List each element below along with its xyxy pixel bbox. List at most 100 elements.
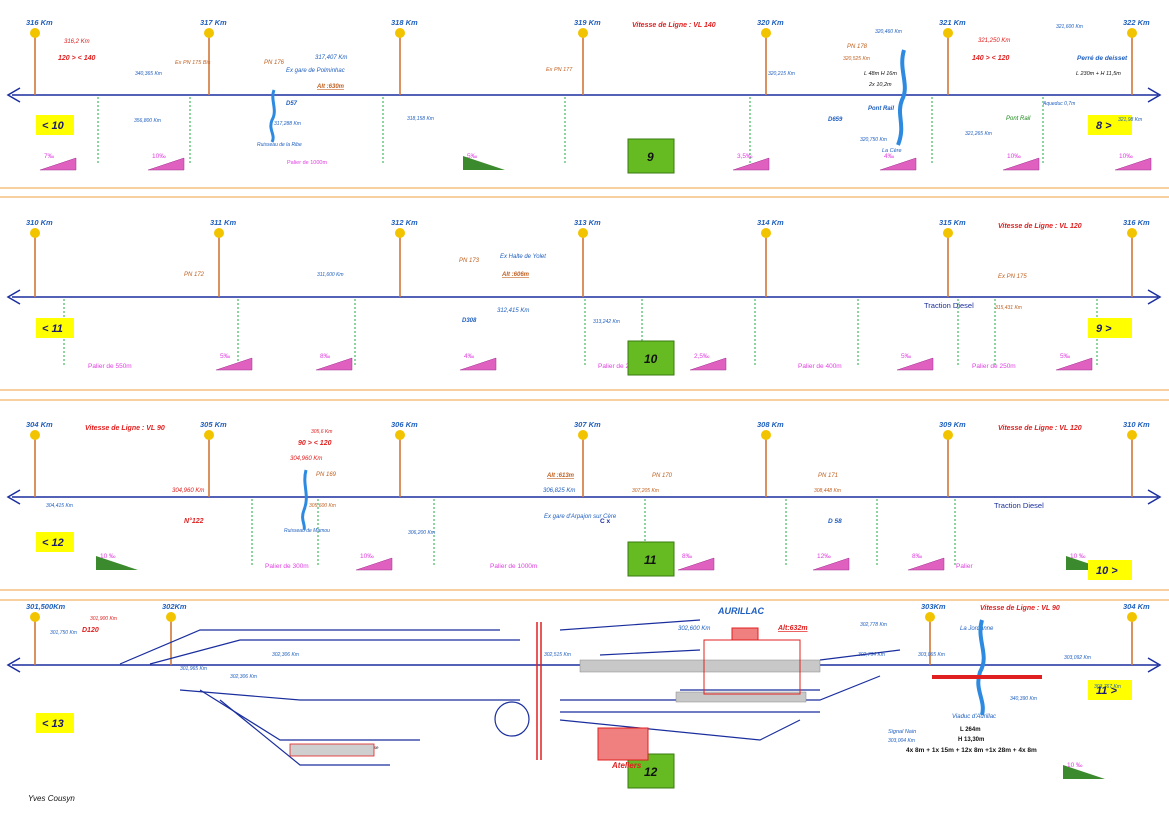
km-note: 317,288 Km xyxy=(274,121,301,127)
gradient-triangle xyxy=(1114,157,1152,171)
bridge-spans: 2x 10,2m xyxy=(868,82,892,88)
speed-limit-label: Vitesse de Ligne : VL 140 xyxy=(632,22,716,29)
viaduct-spans: 4x 8m + 1x 15m + 12x 8m +1x 28m + 4x 8m xyxy=(906,747,1037,754)
km-post-lamp xyxy=(1127,430,1137,440)
km-post-lamp xyxy=(943,430,953,440)
km-post-lamp xyxy=(1127,612,1137,622)
gradient-label: Palier de 250m xyxy=(972,363,1016,370)
page-number-box xyxy=(627,340,675,376)
km-post-label: 317 Km xyxy=(200,18,227,27)
km-post-lamp xyxy=(395,228,405,238)
km-post-label: 313 Km xyxy=(574,218,601,227)
speed-limit-label: Vitesse de Ligne : VL 90 xyxy=(85,425,165,432)
level-crossing-label: Ex PN 175 Bis xyxy=(175,60,211,66)
next-page-label: 10 > xyxy=(1096,565,1118,577)
gradient-triangle xyxy=(677,557,715,571)
track-end-left-arrow xyxy=(6,657,21,673)
km-note: 302,778 Km xyxy=(860,622,887,628)
km-post-lamp xyxy=(1127,28,1137,38)
km-post-label: 309 Km xyxy=(939,420,966,429)
prev-page-label: < 10 xyxy=(42,120,65,132)
gradient-triangle xyxy=(1002,157,1040,171)
speed-change: 120 > < 140 xyxy=(58,55,95,62)
km-post-lamp xyxy=(30,430,40,440)
prev-page-label: < 13 xyxy=(42,718,64,730)
km-post-label: 316 Km xyxy=(26,18,53,27)
panel-11-details: Vitesse de Ligne : VL 90 Vitesse de Lign… xyxy=(46,425,1082,536)
km-note: 320,525 Km xyxy=(843,56,870,62)
station-label: Ex gare de Polminhac xyxy=(286,68,345,74)
gradient-label: 10‰ xyxy=(1119,153,1133,160)
next-page-label: 8 > xyxy=(1096,120,1112,132)
km-note: 302,600 Km xyxy=(678,626,710,632)
level-crossing-label: PN 178 xyxy=(847,44,868,50)
km-note: 316,2 Km xyxy=(64,39,90,45)
km-post-label: 308 Km xyxy=(757,420,784,429)
km-note: 301,900 Km xyxy=(90,616,117,622)
altitude-label: Alt:632m xyxy=(777,625,808,632)
km-post-label: 303Km xyxy=(921,602,946,611)
speed-limit-label: Vitesse de Ligne : VL 90 xyxy=(980,605,1060,612)
level-crossing-label: PN 172 xyxy=(184,272,205,278)
gradient-label: 4‰ xyxy=(884,153,895,160)
panel-separators xyxy=(0,187,1169,601)
gradient-triangle xyxy=(1063,765,1105,779)
km-post-lamp xyxy=(943,228,953,238)
gradient-label: 8‰ xyxy=(912,553,923,560)
km-post-lamp xyxy=(761,430,771,440)
traction-label: Traction Diesel xyxy=(924,301,974,310)
track-end-left-arrow xyxy=(6,489,21,505)
km-post-label: 322 Km xyxy=(1123,18,1150,27)
km-note: 306,200 Km xyxy=(408,530,435,536)
gradient-label: Palier xyxy=(956,563,973,570)
station-label: Ex Halte de Yolet xyxy=(500,254,546,260)
altitude-label: Alt :630m xyxy=(316,84,345,90)
bridge-dimensions: L 48m H 16m xyxy=(864,71,897,77)
page-number-box xyxy=(627,541,675,577)
level-crossing-label: PN 169 xyxy=(316,472,337,478)
altitude-label: Alt :606m xyxy=(501,272,530,278)
structure-number: N°122 xyxy=(184,517,204,525)
gradient-label: Palier de 1000m xyxy=(287,160,327,166)
km-post-label: 302Km xyxy=(162,602,187,611)
km-post-lamp xyxy=(204,28,214,38)
km-note: 301,750 Km xyxy=(50,630,77,636)
km-note: 302,515 Km xyxy=(544,652,571,658)
track-end-left-arrow xyxy=(6,87,21,103)
gradient-label: Palier de 550m xyxy=(88,363,132,370)
km-note: 321,265 Km xyxy=(965,131,992,137)
km-note: 304,960 Km xyxy=(290,456,322,462)
panel-10-details: Vitesse de Ligne : VL 120 PN 172 311,600… xyxy=(184,223,1082,325)
gradient-triangle xyxy=(147,157,185,171)
gradient-label: Palier de 250m xyxy=(598,363,642,370)
workshop-label: Ateliers xyxy=(611,761,642,770)
km-post-lamp xyxy=(214,228,224,238)
level-crossing-label: Ex PN 177 xyxy=(546,67,573,73)
gradient-triangle xyxy=(1055,357,1093,371)
km-note: 302,794 Km xyxy=(858,652,885,658)
next-page-box xyxy=(1088,318,1132,338)
gradient-label: 5‰ xyxy=(901,353,912,360)
river-label: La Jordanne xyxy=(960,626,994,632)
gradient-triangle xyxy=(879,157,917,171)
wall-label: Perré de deisset xyxy=(1077,55,1128,62)
gradient-triangle xyxy=(907,557,945,571)
km-post-lamp xyxy=(761,28,771,38)
panel-12-details: Vitesse de Ligne : VL 90 301,900 Km D120… xyxy=(28,605,1121,803)
km-note: 305,600 Km xyxy=(309,503,336,509)
station-name: AURILLAC xyxy=(717,606,764,616)
gradient-label: Palier de 1000m xyxy=(490,563,537,570)
km-post-lamp xyxy=(1127,228,1137,238)
km-post-label: 318 Km xyxy=(391,18,418,27)
km-note: 317,407 Km xyxy=(315,55,347,61)
km-post-label: 310 Km xyxy=(26,218,53,227)
traction-label: Traction Diesel xyxy=(994,501,1044,510)
gradient-label: 12‰ xyxy=(817,553,831,560)
km-note: 340,365 Km xyxy=(135,71,162,77)
track-end-right-arrow xyxy=(1147,489,1162,505)
gradient-triangle xyxy=(812,557,850,571)
gradient-label: 10 ‰ xyxy=(1067,762,1083,769)
km-note: 304,960 Km xyxy=(172,488,204,494)
prev-page-label: < 11 xyxy=(42,323,63,335)
level-crossing-label: Ex PN 175 xyxy=(998,274,1027,280)
